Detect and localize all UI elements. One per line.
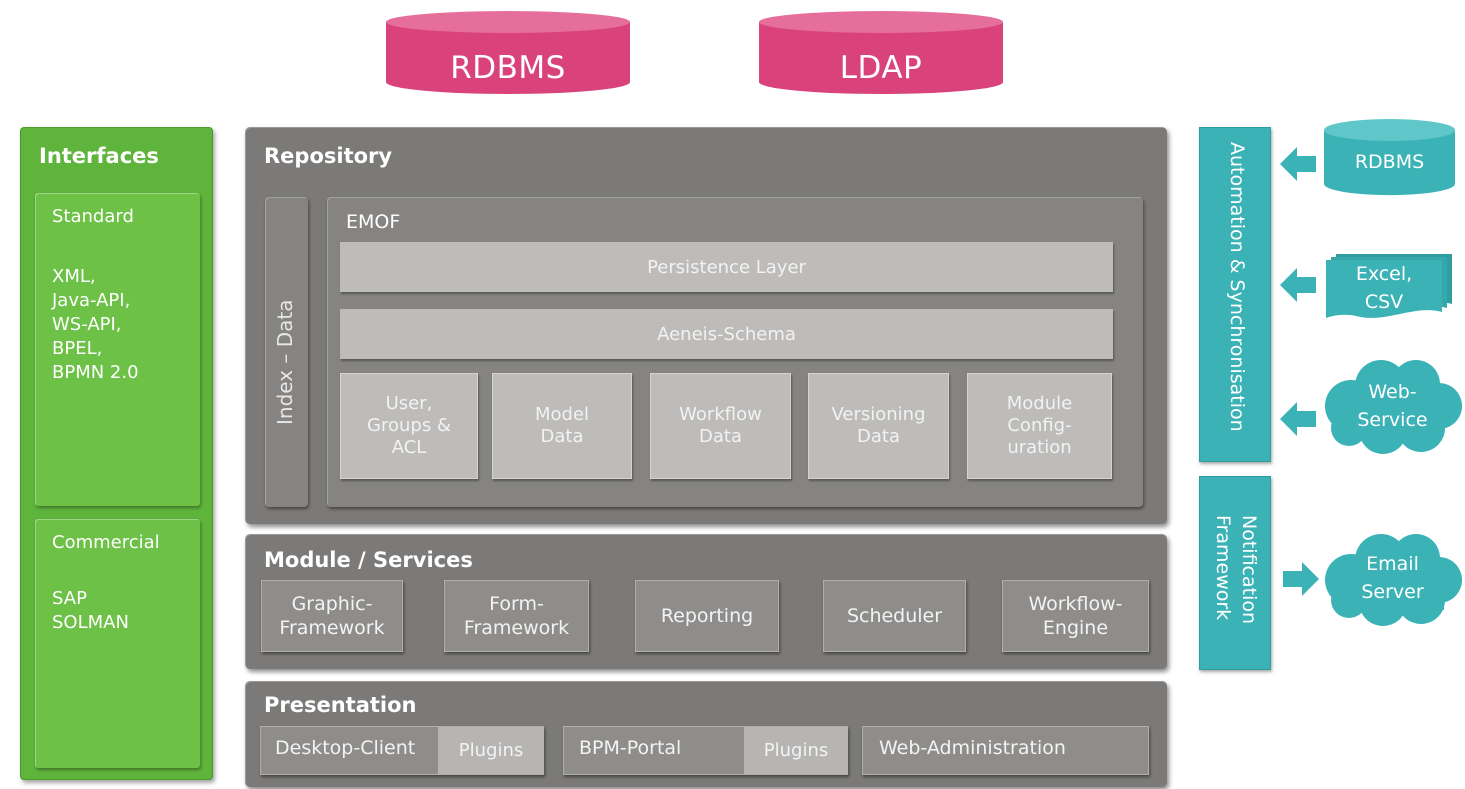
commercial-items: SAP SOLMAN — [52, 587, 129, 635]
ldap-label: LDAP — [839, 50, 923, 86]
arrow-left-icon — [1280, 402, 1316, 436]
interfaces-title: Interfaces — [39, 144, 159, 168]
module-configuration-box: Module Config- uration — [967, 373, 1112, 479]
aeneis-schema: Aeneis-Schema — [340, 309, 1113, 359]
web-service-source: Web- Service — [1321, 356, 1464, 456]
rdbms-source-label: RDBMS — [1354, 151, 1425, 173]
excel-csv-label: Excel, CSV — [1355, 263, 1413, 313]
interfaces-panel: Interfaces Standard XML, Java-API, WS-AP… — [20, 127, 213, 780]
presentation-panel: Presentation Desktop-Client Plugins BPM-… — [245, 681, 1167, 787]
arrow-left-icon — [1280, 268, 1316, 302]
repository-panel: Repository Index – Data EMOF Persistence… — [245, 127, 1167, 524]
standard-title: Standard — [52, 206, 134, 227]
cloud-icon — [1325, 360, 1462, 454]
workflow-data-box: Workflow Data — [650, 373, 791, 479]
database-cylinder-icon — [386, 11, 630, 94]
bpm-portal-label: BPM-Portal — [579, 737, 682, 759]
standard-item: BPMN 2.0 — [52, 362, 139, 383]
ldap-database-top: LDAP — [758, 10, 1004, 96]
presentation-title: Presentation — [264, 693, 417, 717]
automation-sync-bar: Automation & Synchronisation — [1199, 127, 1271, 462]
commercial-title: Commercial — [52, 532, 160, 553]
commercial-item: SAP — [52, 588, 87, 609]
desktop-plugins: Plugins — [438, 727, 544, 774]
form-framework-box: Form- Framework — [444, 580, 589, 652]
desktop-client-box: Desktop-Client Plugins — [260, 726, 544, 775]
notification-label-line2: Framework — [1212, 515, 1234, 621]
commercial-item: SOLMAN — [52, 612, 129, 633]
index-data-label: Index – Data — [273, 299, 297, 425]
arrow-left-icon — [1280, 147, 1316, 181]
email-server-source: Email Server — [1321, 530, 1464, 628]
database-cylinder-icon — [759, 11, 1003, 94]
versioning-data-box: Versioning Data — [808, 373, 949, 479]
scheduler-box: Scheduler — [823, 580, 966, 652]
standard-item: XML, — [52, 266, 96, 287]
standard-item: Java-API, — [52, 290, 131, 311]
user-groups-acl-box: User, Groups & ACL — [340, 373, 478, 479]
excel-csv-source: Excel, CSV — [1326, 250, 1456, 320]
portal-plugins: Plugins — [744, 727, 848, 774]
automation-sync-label: Automation & Synchronisation — [1226, 142, 1248, 432]
persistence-layer: Persistence Layer — [340, 242, 1113, 292]
database-cylinder-icon — [1324, 119, 1455, 196]
rdbms-database-top: RDBMS — [385, 10, 631, 96]
arrow-right-icon — [1283, 562, 1319, 596]
rdbms-source: RDBMS — [1323, 118, 1456, 196]
web-service-label: Web- Service — [1357, 381, 1428, 431]
module-services-panel: Module / Services Graphic- Framework For… — [245, 534, 1167, 669]
bpm-portal-box: BPM-Portal Plugins — [563, 726, 848, 775]
standard-items: XML, Java-API, WS-API, BPEL, BPMN 2.0 — [52, 265, 139, 385]
module-services-title: Module / Services — [264, 548, 473, 572]
reporting-box: Reporting — [635, 580, 779, 652]
repository-title: Repository — [264, 144, 393, 168]
model-data-box: Model Data — [492, 373, 632, 479]
document-stack-icon — [1326, 254, 1452, 318]
web-administration-label: Web-Administration — [879, 737, 1066, 759]
web-administration-box: Web-Administration — [862, 726, 1149, 775]
email-server-label: Email Server — [1361, 553, 1424, 603]
standard-box: Standard XML, Java-API, WS-API, BPEL, BP… — [35, 193, 200, 506]
cloud-icon — [1325, 534, 1462, 626]
index-data-bar: Index – Data — [265, 197, 308, 507]
standard-item: WS-API, — [52, 314, 122, 335]
graphic-framework-box: Graphic- Framework — [261, 580, 403, 652]
emof-box: EMOF Persistence Layer Aeneis-Schema Use… — [327, 197, 1143, 507]
notification-framework-bar: Notification Framework — [1199, 476, 1271, 670]
rdbms-label: RDBMS — [450, 50, 566, 86]
commercial-box: Commercial SAP SOLMAN — [35, 519, 200, 768]
workflow-engine-box: Workflow- Engine — [1002, 580, 1149, 652]
standard-item: BPEL, — [52, 338, 103, 359]
notification-label-line1: Notification — [1238, 515, 1260, 625]
emof-title: EMOF — [346, 211, 401, 233]
desktop-client-label: Desktop-Client — [275, 737, 416, 759]
